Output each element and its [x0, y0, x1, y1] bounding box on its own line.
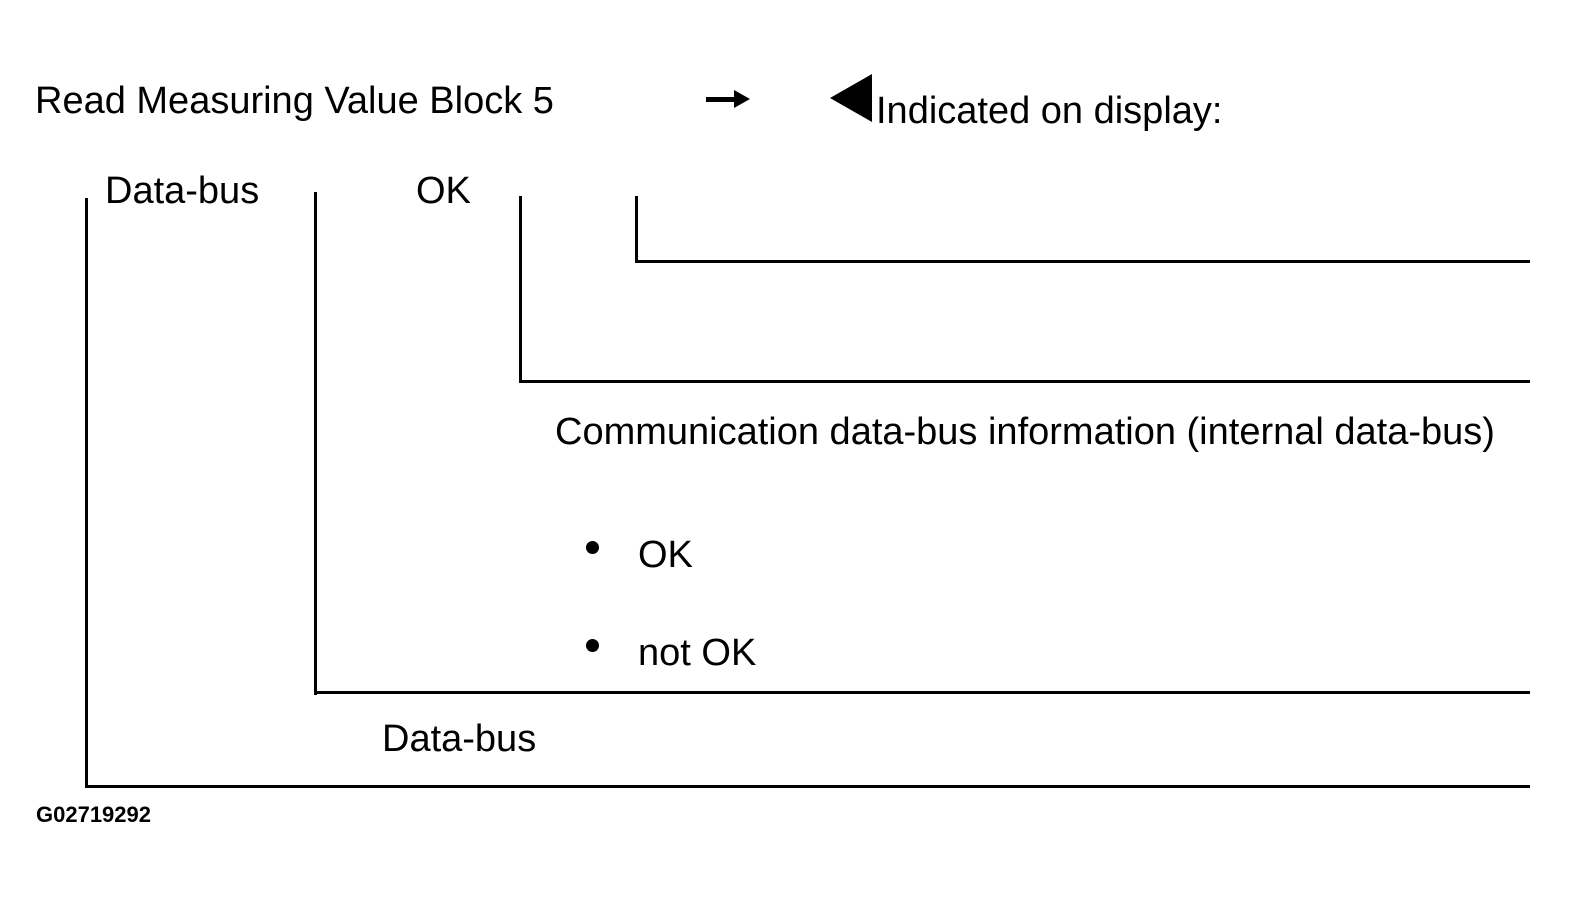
bullet-icon [586, 639, 599, 652]
option-not-ok: not OK [638, 632, 757, 674]
bracket-field4-horizontal [635, 260, 1530, 263]
figure-id: G02719292 [36, 802, 151, 827]
field2-description: Communication data-bus information (inte… [555, 411, 1495, 453]
display-field-ok: OK [416, 170, 471, 212]
bracket-field4-vertical [635, 196, 638, 263]
bullet-icon [586, 541, 599, 554]
right-arrow-icon [706, 90, 750, 108]
bracket-field3-horizontal [519, 380, 1530, 383]
bracket-field3-vertical [519, 196, 522, 383]
option-ok: OK [638, 534, 693, 576]
bracket-field2-horizontal [314, 691, 1530, 694]
bracket-field1-vertical [85, 198, 88, 788]
field1-description: Data-bus [382, 718, 537, 760]
instruction-text: Read Measuring Value Block 5 [35, 80, 554, 122]
left-triangle-pointer-icon [830, 74, 872, 122]
display-field-databus: Data-bus [105, 170, 260, 212]
bracket-field2-vertical [314, 192, 317, 695]
bracket-field1-horizontal [85, 785, 1530, 788]
display-label: Indicated on display: [876, 90, 1223, 132]
